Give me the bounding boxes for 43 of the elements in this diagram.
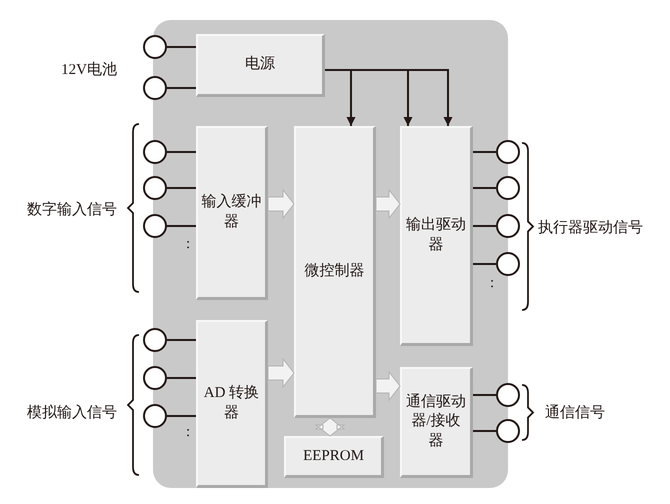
block-arrow (314, 417, 346, 437)
block-label: 输出驱动器 (405, 216, 467, 254)
group-label: : (186, 235, 190, 253)
group-label: : (490, 274, 494, 292)
connector-line (473, 225, 496, 227)
block-label: AD 转换器 (202, 384, 260, 422)
group-label: 数字输入信号 (27, 201, 117, 219)
connector-line (473, 263, 496, 265)
group-label: 执行器驱动信号 (538, 219, 643, 237)
connector-line (473, 187, 496, 189)
arrow (325, 69, 452, 126)
block-label: 电源 (245, 55, 275, 74)
block-box (284, 436, 384, 478)
group-label: 模拟输入信号 (27, 404, 117, 422)
block-box (294, 126, 376, 418)
block-box (196, 320, 268, 488)
connector-line (167, 151, 196, 153)
ecu-panel (153, 20, 508, 488)
connector-line (167, 87, 196, 89)
block-box (400, 367, 473, 478)
connector-line (473, 151, 496, 153)
connector-line (167, 46, 196, 48)
block-label: EEPROM (303, 446, 364, 466)
group-label: : (186, 423, 190, 441)
block-label: 输入缓冲器 (200, 193, 262, 232)
connector-line (473, 394, 496, 396)
block-label: 通信驱动器/接收器 (405, 392, 467, 451)
block-box (400, 126, 473, 346)
block-box (196, 126, 268, 300)
connector-line (167, 377, 196, 379)
connector-line (167, 225, 196, 227)
connector-line (167, 415, 196, 417)
block-arrow (268, 358, 295, 388)
block-arrow (376, 188, 401, 220)
block-arrow (376, 370, 401, 402)
connector-line (473, 430, 496, 432)
block-arrow (268, 188, 295, 220)
group-label: 12V电池 (61, 61, 117, 79)
connector-line (167, 339, 196, 341)
block-box (196, 34, 325, 97)
connector-line (167, 187, 196, 189)
block-label: 微控制器 (304, 262, 364, 281)
group-label: 通信信号 (545, 404, 605, 422)
